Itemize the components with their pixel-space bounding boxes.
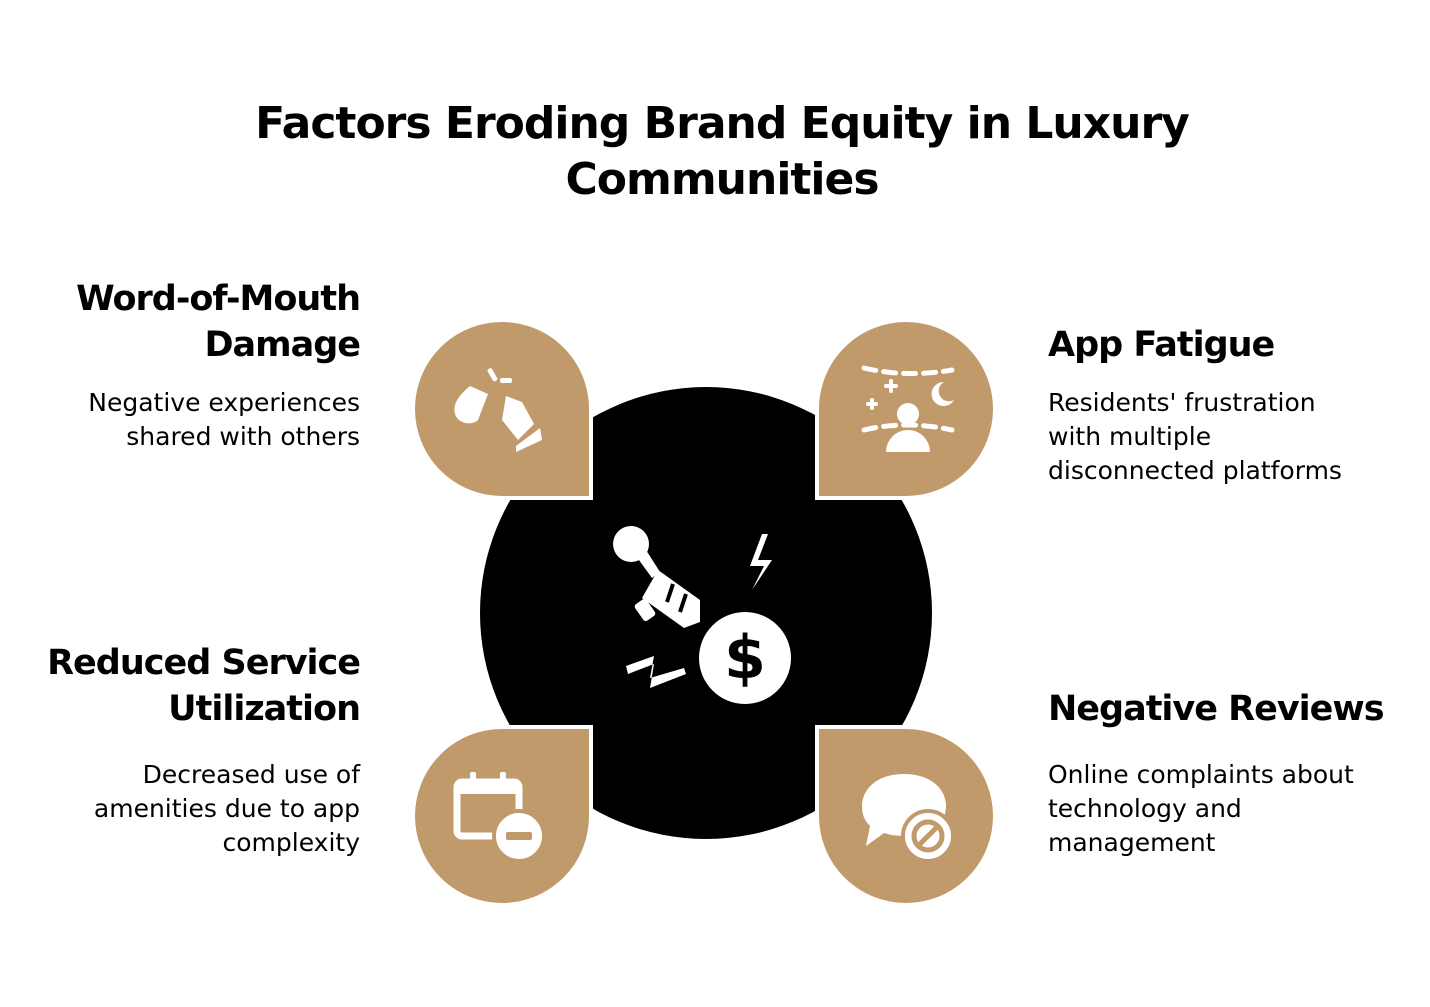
- factor-heading: Negative Reviews: [1048, 689, 1385, 729]
- factor-heading: App Fatigue: [1048, 325, 1275, 365]
- factor-reduced-service-utilization: Reduced Service Utilization Decreased us…: [40, 640, 361, 860]
- factor-app-fatigue: App Fatigue Residents' frustration with …: [1048, 322, 1368, 488]
- broken-pen-with-dollar-icon: $: [613, 526, 791, 704]
- petal-top-left: [410, 317, 593, 500]
- chat-blocked-icon: [862, 774, 955, 863]
- megaphone-talk-icon: [454, 368, 542, 452]
- factor-description: Residents' frustration with multiple dis…: [1048, 388, 1342, 485]
- dizzy-person-icon: [861, 365, 955, 452]
- calendar-minus-icon: [453, 772, 546, 863]
- factor-heading: Word-of-Mouth Damage: [76, 279, 361, 365]
- factor-word-of-mouth: Word-of-Mouth Damage Negative experience…: [40, 276, 361, 454]
- page-title: Factors Eroding Brand Equity in Luxury C…: [255, 98, 1190, 205]
- factor-description: Negative experiences shared with others: [88, 388, 360, 451]
- factor-heading: Reduced Service Utilization: [47, 643, 361, 729]
- factor-description: Decreased use of amenities due to app co…: [93, 760, 360, 857]
- factor-description: Online complaints about technology and m…: [1048, 760, 1354, 857]
- svg-text:$: $: [724, 623, 766, 693]
- factor-negative-reviews: Negative Reviews Online complaints about…: [1048, 686, 1388, 860]
